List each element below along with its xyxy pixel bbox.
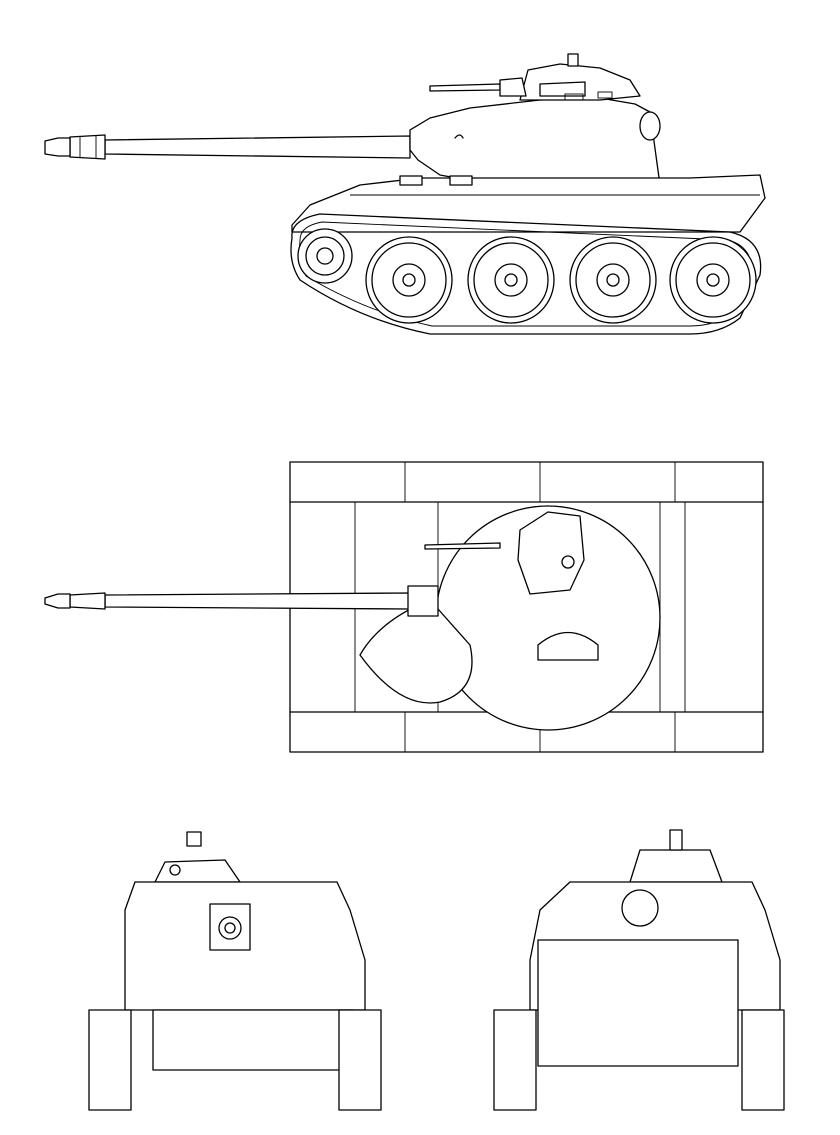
road-wheel-4 <box>669 236 757 324</box>
front-view <box>75 820 395 1120</box>
front-track-right <box>338 1009 382 1111</box>
rear-track-right <box>741 1009 785 1111</box>
side-view <box>0 0 840 360</box>
rear-view <box>490 820 810 1120</box>
main-gun-top <box>44 542 501 617</box>
road-wheel-1 <box>365 236 453 324</box>
turret <box>409 53 661 196</box>
road-wheel-3 <box>569 236 657 324</box>
front-track-left <box>88 1009 132 1111</box>
drive-sprocket <box>297 228 353 284</box>
top-view <box>0 440 840 770</box>
turret-ring-top <box>359 505 661 731</box>
rear-turret <box>629 829 723 883</box>
front-turret <box>154 831 241 883</box>
front-hull <box>124 881 366 1071</box>
rear-track-left <box>493 1009 537 1111</box>
road-wheel-2 <box>467 236 555 324</box>
main-gun-barrel <box>44 134 411 160</box>
